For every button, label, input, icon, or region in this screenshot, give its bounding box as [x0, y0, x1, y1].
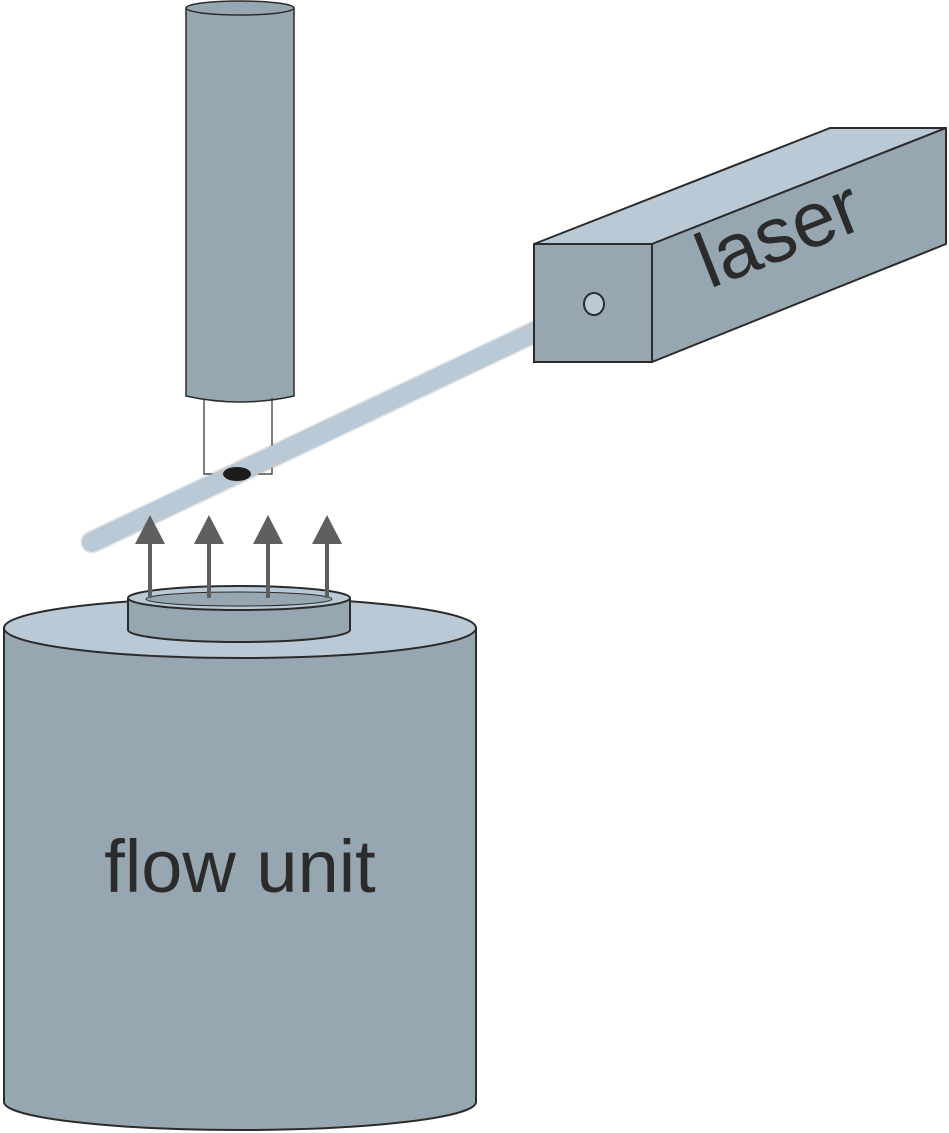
- flow-unit-body: [3, 628, 477, 1131]
- particle: [223, 467, 251, 481]
- flow-arrow-3: [253, 515, 283, 598]
- laser-aperture: [583, 292, 605, 316]
- laser-box: laser: [533, 127, 947, 363]
- detector-column: [185, 0, 295, 475]
- detector-body: [185, 7, 295, 403]
- flow-arrow-1: [135, 515, 165, 598]
- flow-outlet-opening: [145, 591, 333, 607]
- flow-unit: flow unit: [3, 585, 477, 1131]
- laser-box-front: [533, 243, 653, 363]
- laser-beam-rod: [82, 294, 604, 552]
- laser-beam: [80, 292, 606, 554]
- detector-top: [185, 0, 295, 16]
- flow-unit-label: flow unit: [104, 825, 376, 908]
- flow-arrow-4: [312, 515, 342, 598]
- flow-arrow-2: [194, 515, 224, 598]
- flow-arrows: [135, 515, 342, 598]
